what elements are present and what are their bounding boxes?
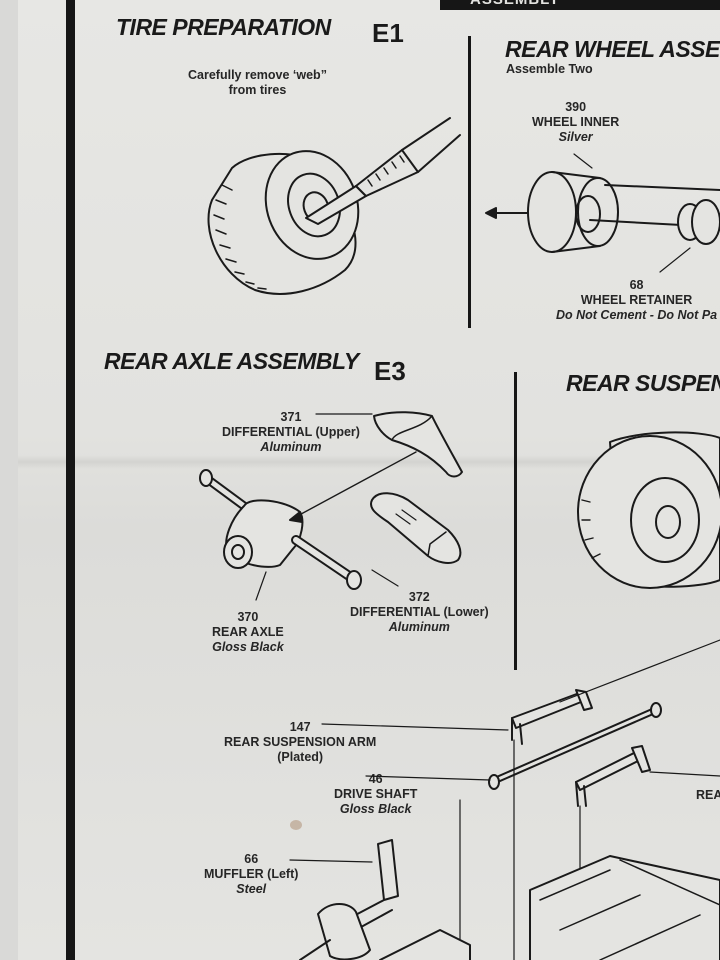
wheel-retainer-name: WHEEL RETAINER [580,293,693,307]
tire-prep-note-line2: from tires [228,83,287,97]
drive-shaft-finish: Gloss Black [339,802,412,816]
rear-axle-illustration [199,451,417,601]
divider-bottom [514,372,517,670]
paper-fold [18,455,720,469]
rear-wheel-illustration [485,153,720,273]
rear-axle-name: REAR AXLE [212,625,284,639]
suspension-arm-illustration [321,639,720,745]
differential-upper-illustration [315,411,463,478]
wheel-retainer-finish: Do Not Cement - Do Not Pa [556,308,718,322]
header-strip-text: ASSEMBLY [470,0,560,8]
rear-suspension-wheel-illustration [577,431,720,589]
muffler-label: 66 MUFFLER (Left) Steel [204,852,298,897]
tire-prep-step: E1 [372,18,404,48]
rear-wheel-subtitle: Assemble Two [506,62,593,76]
muffler-num: 66 [244,852,259,866]
wheel-retainer-num: 68 [629,278,644,292]
muffler-finish: Steel [236,882,267,896]
divider-top [468,36,471,328]
diff-upper-label: 371 DIFFERENTIAL (Upper) Aluminum [222,410,360,455]
muffler-illustration [289,839,399,960]
differential-lower-illustration [370,492,462,564]
wheel-inner-finish: Silver [558,130,593,144]
paper-stain [290,820,302,830]
wheel-inner-label: 390 WHEEL INNER Silver [532,100,619,145]
rear-susp-title: REAR SUSPENS [566,370,720,396]
chassis-frame-illustration [379,855,720,960]
rear-wheel-title: REAR WHEEL ASSEM [505,36,720,62]
diff-upper-name: DIFFERENTIAL (Upper) [222,425,360,439]
wheel-retainer-label: 68 WHEEL RETAINER Do Not Cement - Do Not… [556,278,717,323]
diff-lower-num: 372 [408,590,430,604]
drive-shaft-illustration [365,702,662,790]
rear-axle-finish: Gloss Black [212,640,284,654]
rear-axle-step: E3 [374,356,406,386]
tire-illustration [207,150,360,295]
drive-shaft-label: 46 DRIVE SHAFT Gloss Black [334,772,417,817]
tire-prep-note-line1: Carefully remove ‘web” [188,68,327,82]
diff-lower-finish: Aluminum [388,620,450,634]
drive-shaft-name: DRIVE SHAFT [334,787,418,801]
rear-axle-title: REAR AXLE ASSEMBLY [104,348,359,374]
susp-arm-name: REAR SUSPENSION ARM [224,735,377,749]
hobby-knife-illustration [305,117,461,225]
diff-upper-finish: Aluminum [260,440,322,454]
left-border-bar [66,0,75,960]
rea-cut-label: REA [696,788,720,802]
susp-arm-label: 147 REAR SUSPENSION ARM (Plated) [224,720,376,765]
diff-upper-num: 371 [280,410,302,424]
drive-shaft-num: 46 [368,772,383,786]
muffler-name: MUFFLER (Left) [204,867,299,881]
top-header-strip [440,0,720,10]
diff-lower-name: DIFFERENTIAL (Lower) [350,605,489,619]
wheel-inner-name: WHEEL INNER [532,115,620,129]
rear-axle-num: 370 [237,610,259,624]
rear-axle-label: 370 REAR AXLE Gloss Black [212,610,284,655]
diff-lower-label: 372 DIFFERENTIAL (Lower) Aluminum [350,590,489,635]
wheel-inner-num: 390 [565,100,587,114]
susp-arm-finish: (Plated) [277,750,324,764]
tire-prep-note: Carefully remove ‘web” from tires [188,68,327,98]
tire-prep-title: TIRE PREPARATION [116,14,331,40]
susp-arm-num: 147 [289,720,311,734]
